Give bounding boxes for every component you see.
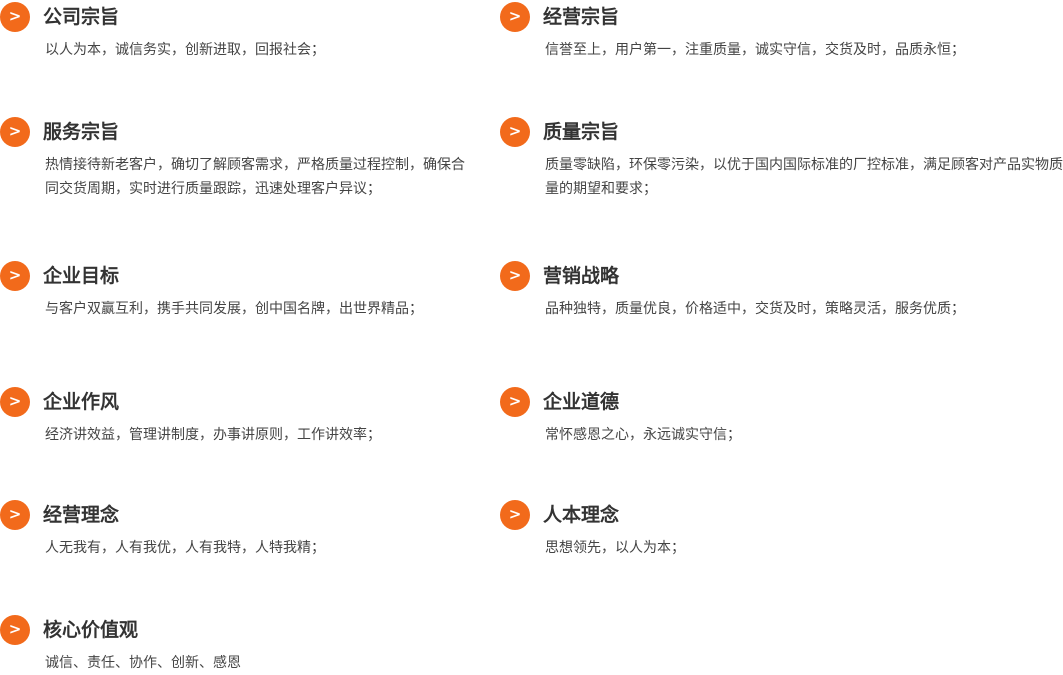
tenet-description: 信誉至上，用户第一，注重质量，诚实守信，交货及时，品质永恒； xyxy=(545,42,965,58)
tenet-header: > 企业作风 xyxy=(0,387,563,417)
chevron-right-icon: > xyxy=(0,615,30,645)
tenet-header: > 核心价值观 xyxy=(0,615,563,645)
tenet-description: 热情接待新老客户，确切了解顾客需求，严格质量过程控制，确保合同交货周期，实时进行… xyxy=(45,157,465,197)
tenet-item-business-purpose: > 经营宗旨 信誉至上，用户第一，注重质量，诚实守信，交货及时，品质永恒； xyxy=(500,2,1063,62)
tenet-title: 公司宗旨 xyxy=(43,6,120,28)
tenet-header: > 人本理念 xyxy=(500,500,1063,530)
tenet-description: 以人为本，诚信务实，创新进取，回报社会； xyxy=(45,42,325,58)
tenet-item-company-style: > 企业作风 经济讲效益，管理讲制度，办事讲原则，工作讲效率； xyxy=(0,387,563,447)
chevron-right-icon: > xyxy=(0,117,30,147)
tenet-title: 核心价值观 xyxy=(43,619,139,641)
tenet-item-company-goal: > 企业目标 与客户双赢互利，携手共同发展，创中国名牌，出世界精品； xyxy=(0,261,563,321)
tenet-description: 经济讲效益，管理讲制度，办事讲原则，工作讲效率； xyxy=(45,427,381,443)
tenet-header: > 服务宗旨 xyxy=(0,117,563,147)
tenet-description: 质量零缺陷，环保零污染，以优于国内国际标准的厂控标准，满足顾客对产品实物质量的期… xyxy=(545,157,1063,197)
tenet-description: 诚信、责任、协作、创新、感恩 xyxy=(45,655,241,671)
tenet-header: > 公司宗旨 xyxy=(0,2,563,32)
tenet-description: 思想领先，以人为本； xyxy=(545,540,685,556)
chevron-right-icon: > xyxy=(500,387,530,417)
tenet-header: > 经营宗旨 xyxy=(500,2,1063,32)
tenet-item-business-ethics: > 企业道德 常怀感恩之心，永远诚实守信； xyxy=(500,387,1063,447)
tenet-header: > 质量宗旨 xyxy=(500,117,1063,147)
tenet-header: > 营销战略 xyxy=(500,261,1063,291)
tenet-title: 服务宗旨 xyxy=(43,121,120,143)
tenet-title: 企业作风 xyxy=(43,391,120,413)
chevron-right-icon: > xyxy=(0,2,30,32)
chevron-right-icon: > xyxy=(500,261,530,291)
tenet-header: > 经营理念 xyxy=(0,500,563,530)
tenet-title: 经营理念 xyxy=(43,504,120,526)
chevron-right-icon: > xyxy=(500,2,530,32)
tenet-item-people-philosophy: > 人本理念 思想领先，以人为本； xyxy=(500,500,1063,560)
tenet-title: 企业目标 xyxy=(43,265,120,287)
tenet-item-company-purpose: > 公司宗旨 以人为本，诚信务实，创新进取，回报社会； xyxy=(0,2,563,62)
tenet-item-marketing-strategy: > 营销战略 品种独特，质量优良，价格适中，交货及时，策略灵活，服务优质； xyxy=(500,261,1063,321)
tenet-item-service-purpose: > 服务宗旨 热情接待新老客户，确切了解顾客需求，严格质量过程控制，确保合同交货… xyxy=(0,117,563,201)
chevron-right-icon: > xyxy=(0,387,30,417)
tenet-header: > 企业道德 xyxy=(500,387,1063,417)
tenet-title: 经营宗旨 xyxy=(543,6,620,28)
chevron-right-icon: > xyxy=(0,261,30,291)
tenet-header: > 企业目标 xyxy=(0,261,563,291)
tenet-title: 人本理念 xyxy=(543,504,620,526)
chevron-right-icon: > xyxy=(0,500,30,530)
chevron-right-icon: > xyxy=(500,500,530,530)
tenet-item-quality-purpose: > 质量宗旨 质量零缺陷，环保零污染，以优于国内国际标准的厂控标准，满足顾客对产… xyxy=(500,117,1063,201)
tenet-item-core-values: > 核心价值观 诚信、责任、协作、创新、感恩 xyxy=(0,615,563,675)
tenet-title: 企业道德 xyxy=(543,391,620,413)
tenet-description: 人无我有，人有我优，人有我特，人特我精； xyxy=(45,540,325,556)
tenet-item-business-philosophy: > 经营理念 人无我有，人有我优，人有我特，人特我精； xyxy=(0,500,563,560)
tenet-title: 质量宗旨 xyxy=(543,121,620,143)
tenet-description: 与客户双赢互利，携手共同发展，创中国名牌，出世界精品； xyxy=(45,301,423,317)
tenet-description: 品种独特，质量优良，价格适中，交货及时，策略灵活，服务优质； xyxy=(545,301,965,317)
tenet-description: 常怀感恩之心，永远诚实守信； xyxy=(545,427,741,443)
tenet-title: 营销战略 xyxy=(543,265,620,287)
chevron-right-icon: > xyxy=(500,117,530,147)
